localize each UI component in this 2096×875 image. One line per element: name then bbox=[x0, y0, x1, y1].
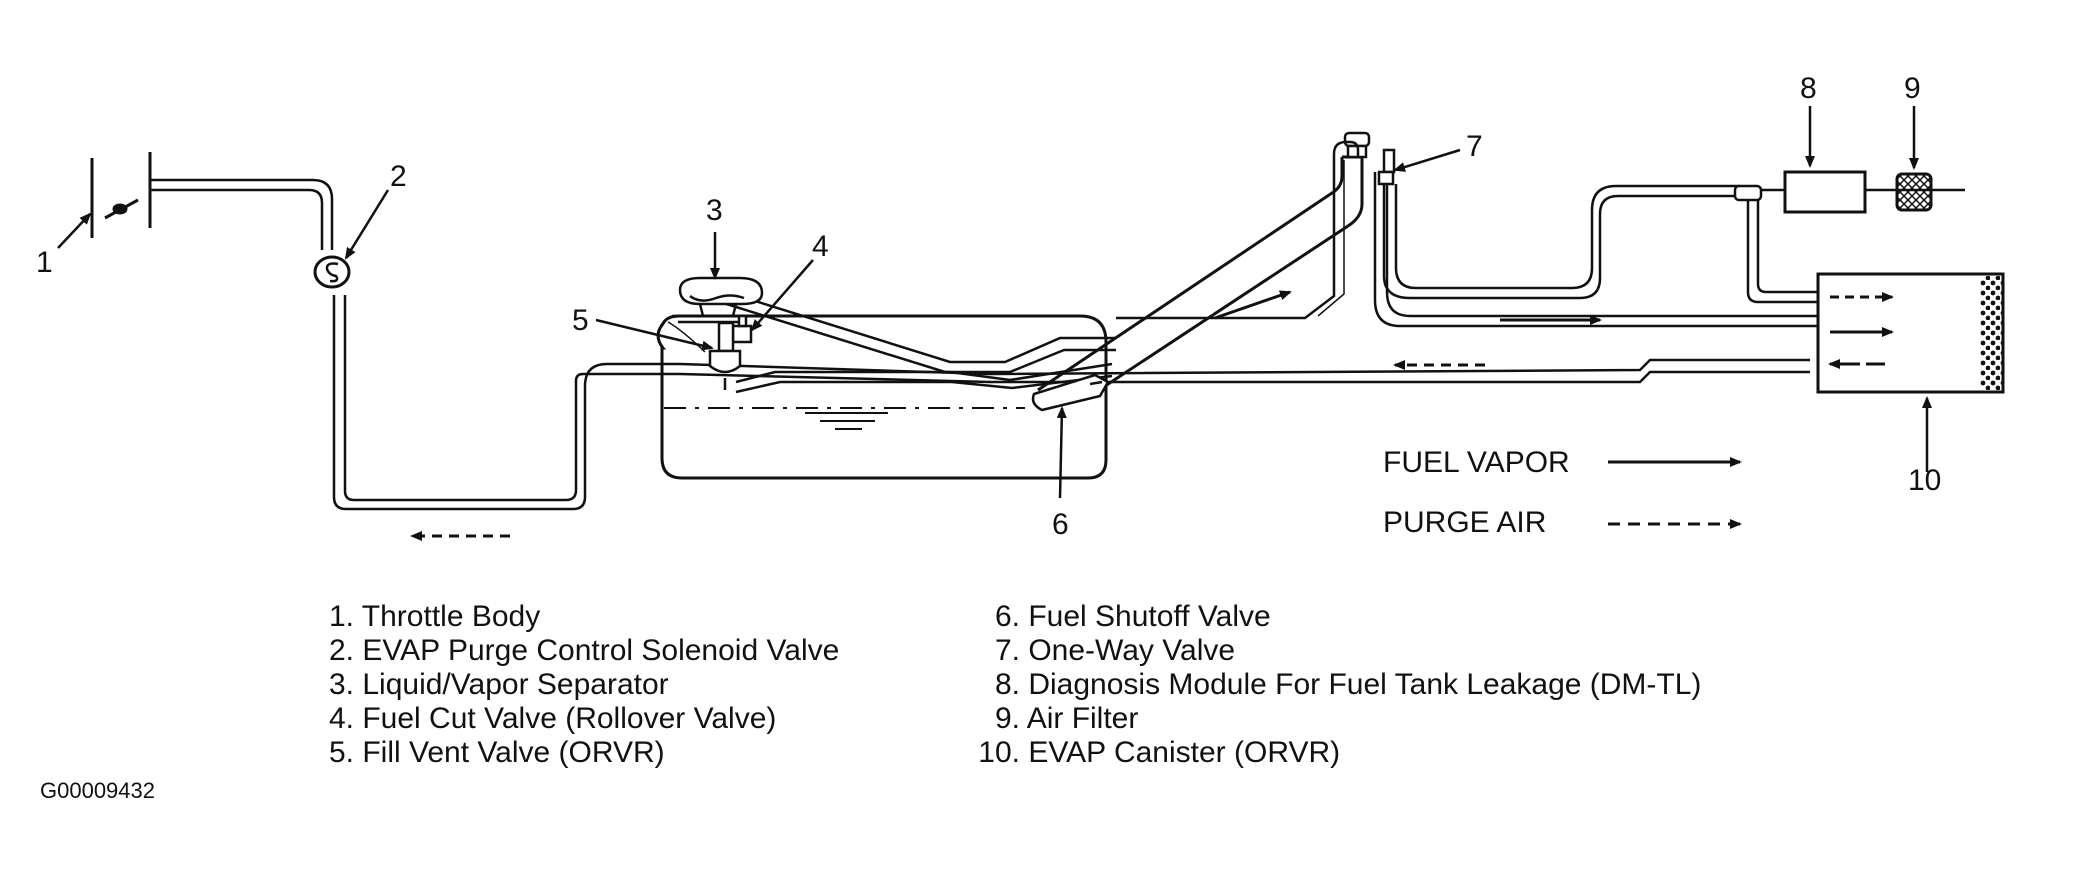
key-item: 1. Throttle Body bbox=[328, 600, 541, 633]
key-item: 7. One-Way Valve bbox=[994, 634, 1236, 667]
callout-5: 5 bbox=[572, 304, 589, 337]
filler-neck bbox=[1037, 155, 1364, 394]
purge-line bbox=[150, 178, 1810, 511]
key-item: 3. Liquid/Vapor Separator bbox=[328, 668, 669, 701]
one-way-valve bbox=[1377, 148, 1396, 186]
t-fitting bbox=[1733, 184, 1763, 202]
evap-canister bbox=[1816, 272, 2005, 394]
legend-fuel-vapor-label: FUEL VAPOR bbox=[1383, 446, 1570, 479]
fuel-shutoff-valve bbox=[1031, 373, 1110, 412]
component-key-right: 6. Fuel Shutoff Valve 7. One-Way Valve 8… bbox=[964, 600, 1701, 770]
key-item: 10. EVAP Canister (ORVR) bbox=[978, 736, 1341, 769]
callout-9: 9 bbox=[1904, 72, 1921, 105]
throttle-body bbox=[90, 152, 152, 238]
air-filter bbox=[1895, 172, 1933, 212]
key-item: 8. Diagnosis Module For Fuel Tank Leakag… bbox=[994, 668, 1702, 701]
liquid-vapor-separator bbox=[672, 276, 764, 324]
flow-legend: FUEL VAPOR PURGE AIR bbox=[1383, 446, 1742, 539]
key-item: 6. Fuel Shutoff Valve bbox=[994, 600, 1271, 633]
vapor-lines bbox=[1116, 140, 1818, 328]
fuel-cut-valve bbox=[731, 314, 753, 344]
fuel-tank bbox=[656, 314, 1108, 480]
key-item: 5. Fill Vent Valve (ORVR) bbox=[328, 736, 665, 769]
callout-7: 7 bbox=[1466, 130, 1483, 163]
callout-leaders bbox=[57, 106, 1932, 499]
callout-10: 10 bbox=[1908, 464, 1941, 497]
component-key-left: 1. Throttle Body 2. EVAP Purge Control S… bbox=[318, 600, 839, 770]
fill-vent-valve bbox=[708, 321, 742, 390]
figure-id: G00009432 bbox=[40, 778, 155, 803]
purge-solenoid-valve bbox=[313, 255, 351, 289]
key-item: 9. Air Filter bbox=[994, 702, 1139, 735]
key-item: 2. EVAP Purge Control Solenoid Valve bbox=[328, 634, 840, 667]
key-item: 4. Fuel Cut Valve (Rollover Valve) bbox=[328, 702, 777, 735]
callout-8: 8 bbox=[1800, 72, 1817, 105]
fuel-vapor-flow-arrows bbox=[1214, 290, 1894, 337]
diagnosis-module-dmtl bbox=[1783, 170, 1867, 214]
callout-3: 3 bbox=[706, 194, 723, 227]
callout-6: 6 bbox=[1052, 508, 1069, 541]
purge-air-flow-arrows bbox=[410, 359, 1885, 541]
legend-purge-air-label: PURGE AIR bbox=[1383, 506, 1546, 539]
callout-1: 1 bbox=[36, 246, 53, 279]
callout-4: 4 bbox=[812, 230, 829, 263]
callout-2: 2 bbox=[390, 160, 407, 193]
